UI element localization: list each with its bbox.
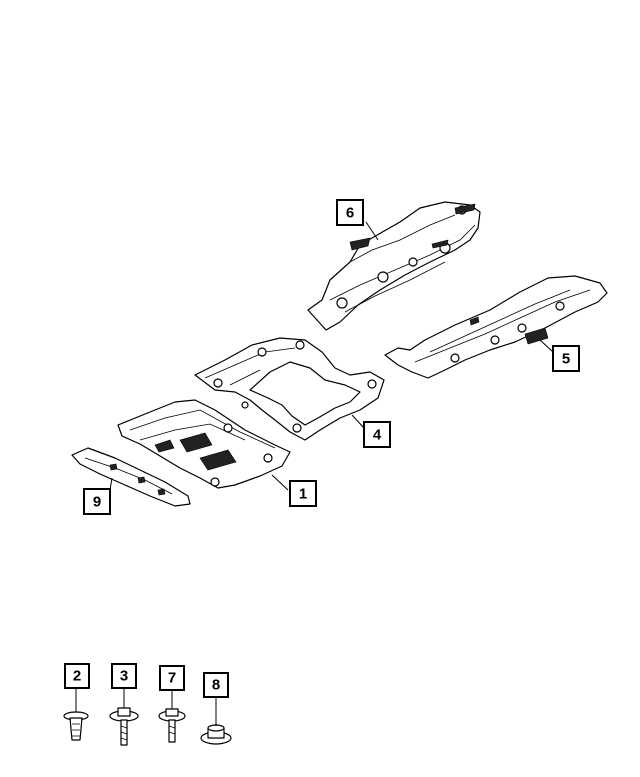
callout-3-label: 3 [120,668,128,685]
part-3-bolt [109,707,139,746]
leader-1 [271,474,289,491]
callout-6-label: 6 [346,205,354,222]
leader-5 [539,339,554,353]
leader-6 [365,221,379,241]
callout-1: 1 [289,480,317,507]
callout-3: 3 [111,663,137,689]
part-9-deflector [71,447,191,507]
callout-7-label: 7 [168,670,176,687]
callout-5-label: 5 [562,351,570,368]
callout-5: 5 [552,345,580,372]
part-8-nut [200,724,232,745]
callout-4: 4 [363,421,391,448]
part-1-skid-plate [117,399,291,489]
callout-2: 2 [64,663,90,689]
leader-4 [351,414,365,429]
callout-9-label: 9 [93,494,101,511]
callout-1-label: 1 [299,486,307,503]
part-4-shield [194,337,385,441]
leader-lines [75,221,554,726]
part-5-shield [384,275,608,379]
part-6-shield [307,201,481,331]
callout-9: 9 [83,488,111,515]
callout-8: 8 [203,672,229,698]
callout-7: 7 [159,665,185,691]
callout-2-label: 2 [73,668,81,685]
callout-4-label: 4 [373,427,382,444]
part-7-bolt [158,708,186,743]
part-2-push-pin [63,711,89,741]
callout-6: 6 [336,199,364,226]
callout-8-label: 8 [212,677,220,694]
